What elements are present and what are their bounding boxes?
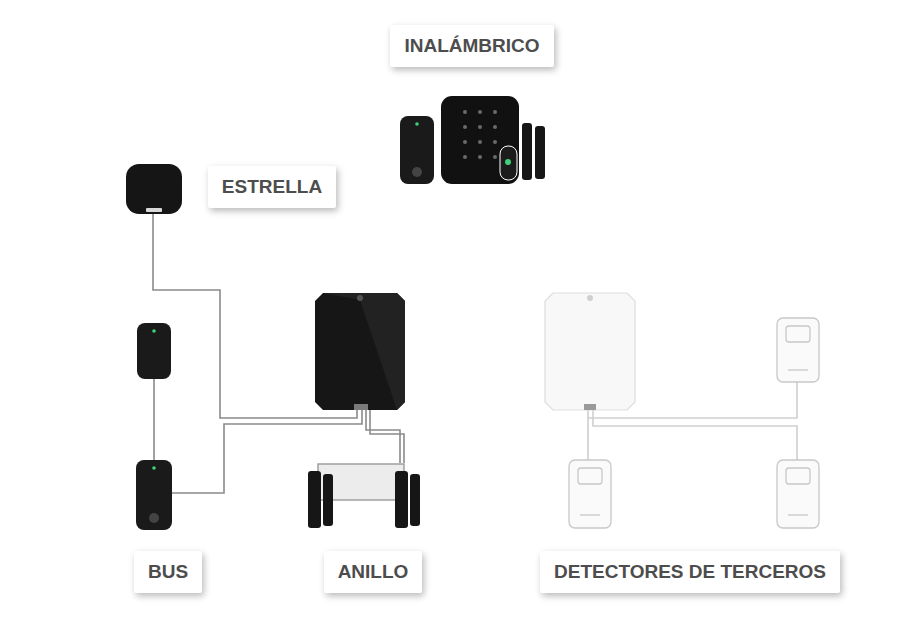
- label-box: INALÁMBRICO: [390, 25, 553, 67]
- pir-detector: [777, 460, 819, 528]
- key: [478, 155, 482, 159]
- pir-grille: [580, 514, 600, 515]
- key: [463, 125, 467, 129]
- wires: [153, 214, 404, 493]
- pir-detector: [569, 460, 611, 528]
- label-text: BUS: [148, 561, 188, 583]
- bus-wire: [153, 379, 155, 460]
- third-party-detectors: [569, 318, 819, 528]
- label-text: DETECTORES DE TERCEROS: [554, 561, 826, 583]
- label-text: ESTRELLA: [222, 176, 322, 198]
- status-led: [152, 329, 156, 333]
- status-led: [415, 122, 419, 126]
- key: [493, 125, 497, 129]
- key: [463, 140, 467, 144]
- pir-detector: [777, 318, 819, 382]
- label-box: BUS: [134, 551, 202, 593]
- transmitter-notch: [357, 295, 363, 301]
- third-party-wire: [587, 418, 589, 460]
- key: [493, 155, 497, 159]
- key: [478, 110, 482, 114]
- motion-camera: [136, 460, 172, 530]
- panic-button: [500, 146, 517, 180]
- camera-lens: [412, 167, 422, 177]
- key: [493, 110, 497, 114]
- hub-logo: [146, 208, 162, 212]
- transmitter-module: [315, 293, 405, 410]
- label-text: ANILLO: [338, 561, 409, 583]
- terminal-block: [584, 404, 596, 410]
- key: [478, 140, 482, 144]
- key: [463, 155, 467, 159]
- ring-wire: [366, 410, 400, 463]
- motion-detector: [137, 323, 171, 379]
- pir-window: [578, 468, 602, 484]
- transmitter-module: [545, 293, 635, 410]
- door-magnet: [410, 474, 420, 526]
- camera-lens: [149, 513, 159, 523]
- door-sensor: [395, 471, 408, 528]
- pir-grille: [788, 369, 808, 370]
- third-party-wire: [593, 410, 797, 460]
- pir-grille: [788, 514, 808, 515]
- keypad: [441, 96, 519, 184]
- label-box: ESTRELLA: [208, 166, 336, 208]
- door-sensor: [522, 123, 532, 180]
- label-box: ANILLO: [324, 551, 423, 593]
- transmitter-notch: [587, 295, 593, 301]
- door-magnet: [535, 126, 545, 179]
- motion-camera: [400, 116, 434, 184]
- hub-device: [126, 164, 182, 214]
- pir-window: [786, 468, 810, 484]
- transmitter-face: [323, 293, 405, 410]
- key: [493, 140, 497, 144]
- key: [463, 110, 467, 114]
- label-box: DETECTORES DE TERCEROS: [540, 551, 840, 593]
- button-light: [505, 159, 511, 165]
- status-led: [152, 466, 156, 470]
- door-magnet: [323, 474, 333, 526]
- key: [478, 125, 482, 129]
- pir-window: [786, 326, 810, 342]
- keypad-keys: [463, 110, 497, 159]
- terminal-block: [354, 404, 368, 410]
- ring-wire: [370, 410, 404, 463]
- door-sensor: [308, 471, 321, 528]
- label-text: INALÁMBRICO: [404, 35, 539, 57]
